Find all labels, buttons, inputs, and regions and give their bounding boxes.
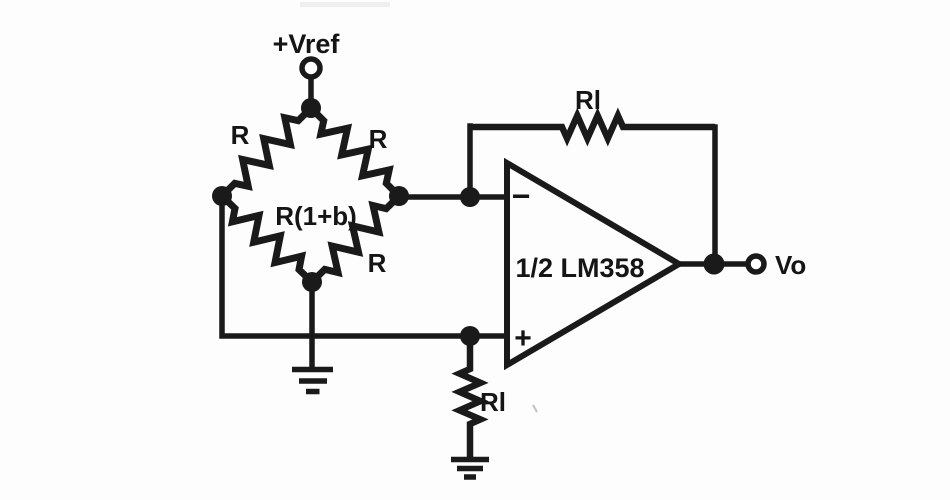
speck-artifact [532, 404, 538, 413]
resistor-top-left [219, 105, 314, 199]
noninverting-input-label: + [514, 322, 532, 355]
resistor-top-left-label: R [231, 120, 250, 150]
opamp-label: 1/2 LM358 [515, 253, 644, 283]
junction-dots [212, 98, 725, 346]
wire-bridge-to-noninverting-input [219, 193, 510, 339]
bridge [219, 105, 402, 285]
resistor-ground [451, 336, 489, 457]
bridge-top-node [301, 98, 321, 118]
resistor-bottom-right [309, 193, 402, 285]
bridge-right-node [389, 186, 409, 206]
resistor-top-right-label: R [369, 124, 388, 154]
inverting-input-label: − [512, 178, 531, 214]
labels: +Vref R R R(1+b) R Rl Rl Vo [231, 29, 807, 417]
inverting-junction-node [460, 187, 480, 207]
opamp-triangle [504, 157, 685, 371]
opamp: − + 1/2 LM358 [504, 157, 685, 371]
resistor-top-right [308, 105, 402, 199]
resistor-bridge-variable-label: R(1+b) [275, 201, 357, 231]
scan-smudge [300, 2, 390, 7]
ground-symbol-resistor [451, 456, 489, 480]
vref-label: +Vref [273, 29, 341, 59]
bridge-left-node [212, 186, 232, 206]
noninverting-junction-node [460, 326, 480, 346]
vo-label: Vo [775, 250, 806, 280]
resistor-bottom-right-label: R [368, 248, 387, 278]
vo-terminal [745, 253, 767, 275]
resistor-ground-label: Rl [480, 387, 506, 417]
bridge-bottom-node [302, 272, 322, 292]
output-junction-node [703, 253, 725, 275]
resistor-bridge-variable [219, 193, 315, 285]
vref-terminal [299, 56, 323, 80]
resistor-feedback [470, 107, 715, 147]
resistor-feedback-label: Rl [575, 85, 601, 115]
ground-symbol-bridge [292, 366, 333, 395]
